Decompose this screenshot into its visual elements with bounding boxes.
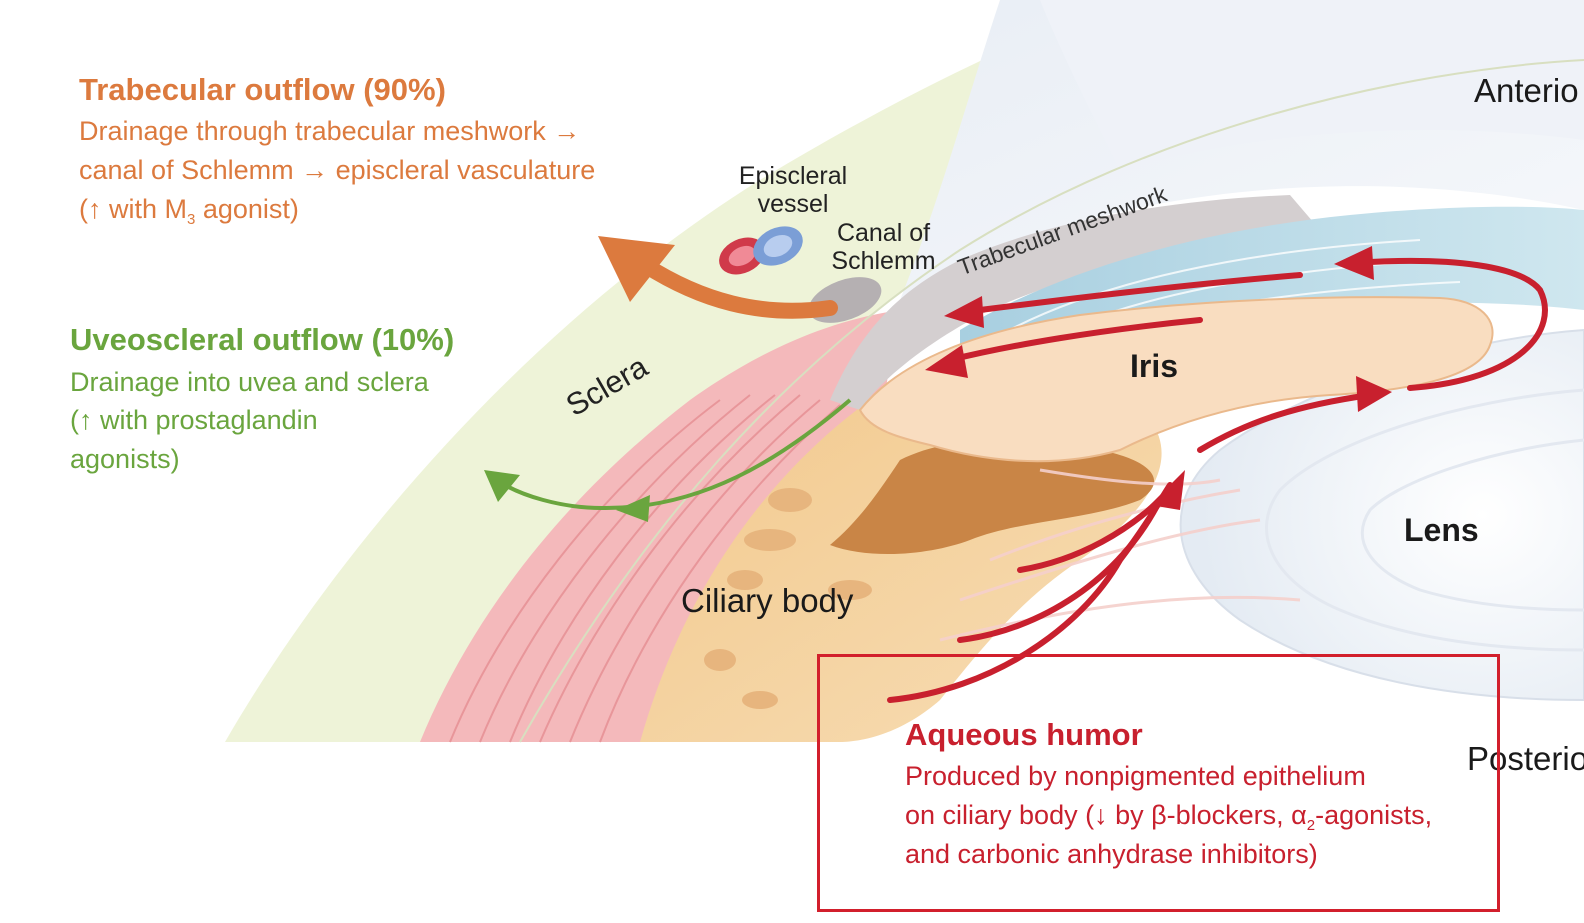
ciliary-processes [830,440,1155,555]
trabecular-outflow-line1: Drainage through trabecular meshwork → [79,116,581,146]
aqueous-arrow-3 [1017,492,1168,573]
aqueous-arrow-6 [977,272,1303,313]
aqueous-humor-title: Aqueous humor [905,717,1143,752]
uveoscleral-outflow-line3: agonists) [70,444,180,474]
uveoscleral-outflow-line2: (↑ with prostaglandin [70,405,318,435]
trabecular-outflow-line2: canal of Schlemm → episcleral vasculatur… [79,155,596,185]
trabecular-outflow-line3: (↑ with M3 agonist) [79,194,299,228]
aqueous-humor-box [817,654,1500,912]
uveoscleral-outflow-line1: Drainage into uvea and sclera [70,367,429,397]
aqueous-humor-line1: Produced by nonpigmented epithelium [905,761,1366,791]
cornea-inner [1040,0,1584,170]
sclera-boundary [519,59,1584,743]
iris [858,296,1494,463]
label-ciliary-body: Ciliary body [681,582,854,619]
label-lens: Lens [1404,512,1479,548]
label-iris: Iris [1130,348,1179,384]
aqueous-humor-line3: and carbonic anhydrase inhibitors) [905,839,1318,869]
aqueous-arrow-7 [947,317,1203,363]
aqueous-arrow-5 [1367,257,1548,391]
uveoscleral-outflow-title: Uveoscleral outflow (10%) [70,322,455,357]
trabecular-outflow-arrow [637,257,838,319]
label-anterior-chamber: Anterio [1474,72,1579,109]
trabecular-outflow-title: Trabecular outflow (90%) [79,72,446,107]
trabecular-meshwork-region [830,195,1320,410]
aqueous-arrow-4 [1197,392,1373,453]
label-posterior-chamber: Posterio [1467,740,1584,777]
ciliary-muscle [420,310,900,742]
aqueous-humor-line2: on ciliary body (↓ by β-blockers, α2-ago… [905,800,1433,834]
aqueous-arrow-2 [957,497,1163,643]
